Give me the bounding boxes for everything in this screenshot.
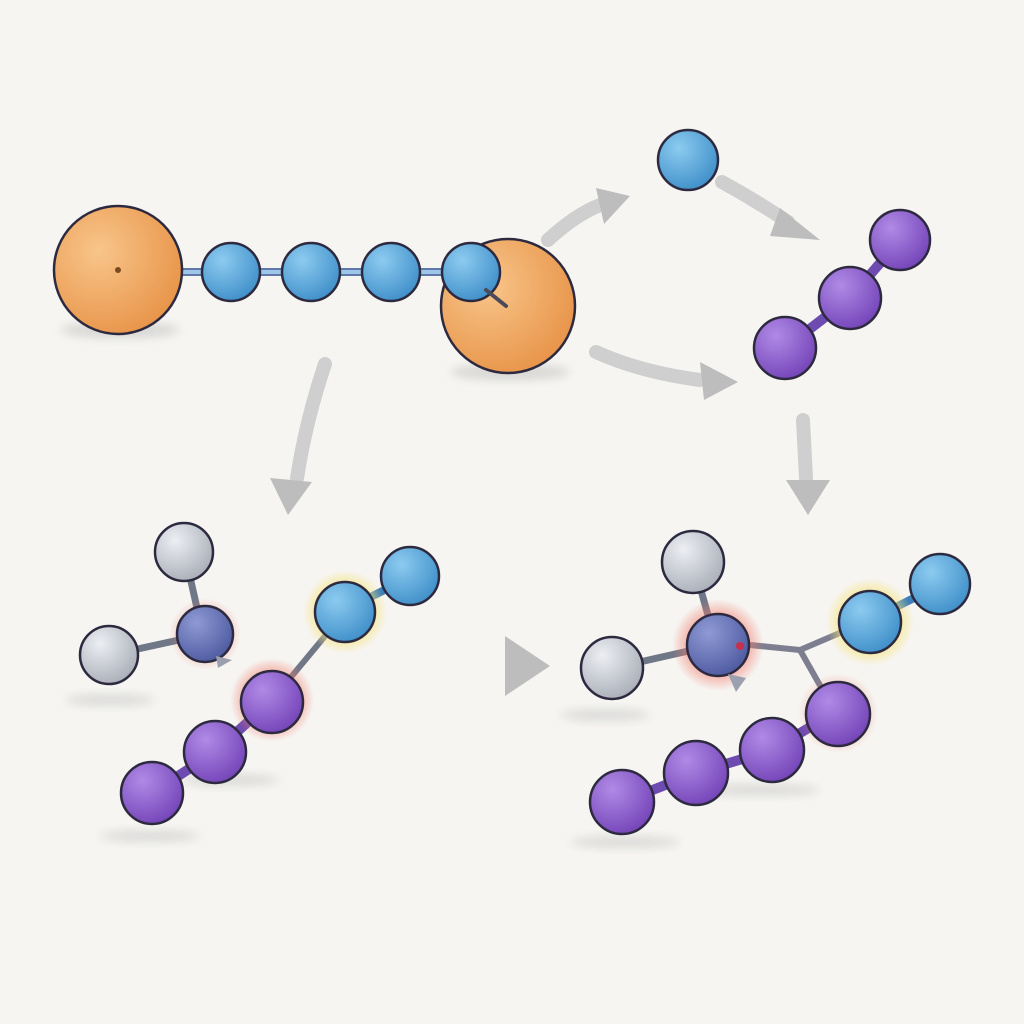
molecule-left-reactants	[65, 521, 441, 842]
molecule-purple-trimer	[752, 208, 932, 381]
blue-atom	[280, 241, 342, 303]
arrow-blue-atom-to-trimer	[715, 175, 820, 240]
purple-atom	[868, 208, 932, 272]
gray-atom	[153, 521, 215, 583]
blue-atom	[360, 241, 422, 303]
gray-atom	[579, 635, 645, 701]
purple-atom	[588, 768, 656, 836]
arrow-chain-to-left-reactants	[270, 357, 332, 515]
arrow-left-to-right-reaction	[401, 636, 550, 696]
arrow-trimer-to-product	[786, 413, 830, 515]
purple-atom-reactive	[804, 680, 872, 748]
purple-atom	[182, 719, 248, 785]
purple-atom	[817, 265, 883, 331]
blue-atom-reactive	[837, 589, 903, 655]
slate-center-atom	[685, 612, 751, 678]
blue-atom	[656, 128, 720, 192]
blue-atom	[908, 552, 972, 616]
molecule-free-blue-atom	[656, 128, 720, 192]
arrow-chain-to-blue-atom	[541, 188, 630, 247]
gray-atom	[660, 529, 726, 595]
purple-atom-reactive	[239, 669, 305, 735]
gray-atom	[78, 624, 140, 686]
blue-atom	[440, 241, 502, 303]
arrows	[270, 175, 830, 696]
purple-atom	[119, 760, 185, 826]
blue-atom	[379, 545, 441, 607]
molecule-tethered-chain	[52, 204, 577, 380]
arrow-chain-to-trimer	[589, 345, 738, 400]
purple-atom	[738, 716, 806, 784]
purple-atom	[662, 739, 730, 807]
blue-atom-reactive	[313, 580, 377, 644]
slate-center-atom	[175, 604, 235, 664]
purple-atom	[752, 315, 818, 381]
blue-atom	[200, 241, 262, 303]
molecule-product	[560, 529, 972, 848]
